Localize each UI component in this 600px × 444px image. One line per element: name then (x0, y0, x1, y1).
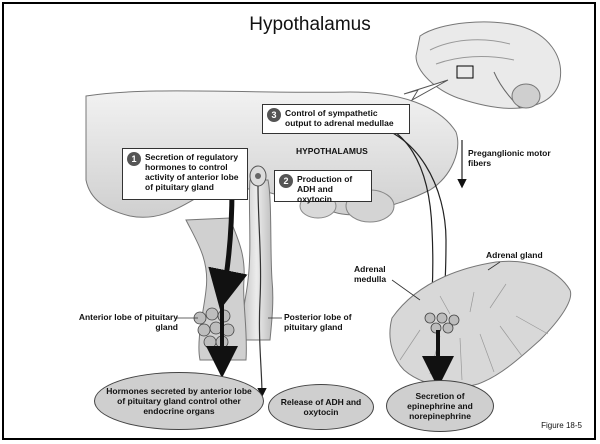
step-2-box: 2 Production of ADH and oxytocin (274, 170, 372, 202)
preganglionic-label: Preganglionic motor fibers (468, 148, 558, 168)
step-3-box: 3 Control of sympathetic output to adren… (262, 104, 410, 134)
adrenal-gland (390, 261, 571, 387)
page-title: Hypothalamus (210, 14, 410, 36)
step-text: Control of sympathetic output to adrenal… (285, 108, 394, 128)
anterior-pituitary (186, 218, 246, 360)
step-number: 3 (267, 108, 281, 122)
epinephrine-secretion-outcome: Secretion of epinephrine and norepinephr… (386, 380, 494, 432)
hypothalamus-label: HYPOTHALAMUS (296, 146, 368, 156)
step-number: 1 (127, 152, 141, 166)
step-number: 2 (279, 174, 293, 188)
adh-release-outcome: Release of ADH and oxytocin (268, 384, 374, 430)
hormones-outcome: Hormones secreted by anterior lobe of pi… (94, 372, 264, 430)
step-text: Production of ADH and oxytocin (297, 174, 352, 204)
posterior-lobe-label: Posterior lobe of pituitary gland (284, 312, 384, 332)
anterior-lobe-label: Anterior lobe of pituitary gland (78, 312, 178, 332)
figure-caption: Figure 18-5 (541, 421, 582, 430)
adrenal-gland-label: Adrenal gland (486, 250, 543, 260)
step-text: Secretion of regulatory hormones to cont… (145, 152, 239, 192)
adrenal-medulla-label: Adrenal medulla (354, 264, 404, 284)
brain-thumbnail (416, 22, 561, 108)
step-1-box: 1 Secretion of regulatory hormones to co… (122, 148, 248, 200)
